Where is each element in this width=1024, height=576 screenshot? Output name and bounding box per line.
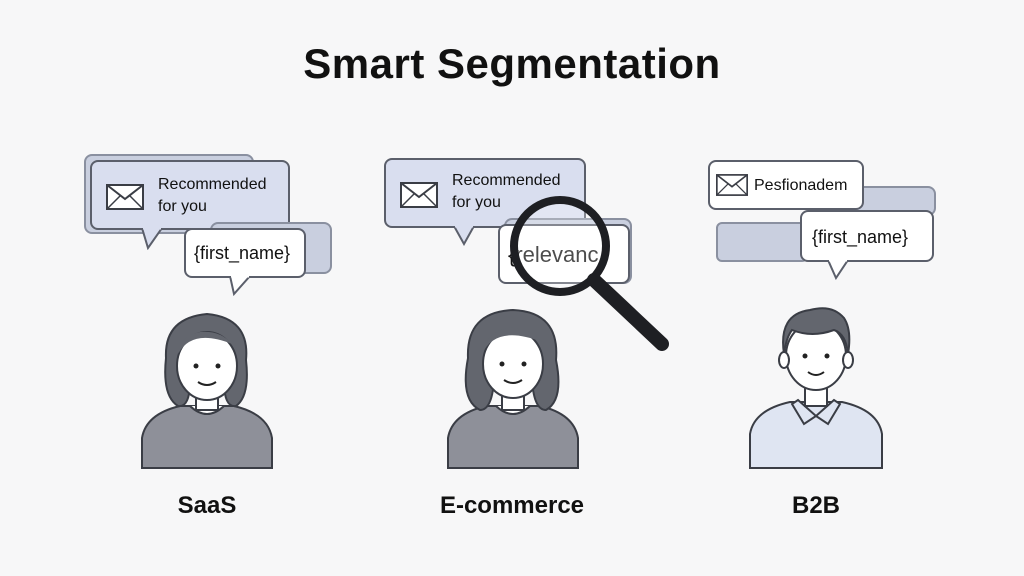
persona-b2b: Pesfionadem {first_name} B2B [0,0,936,519]
persona-ecommerce: Recommended for you {relevanc E-commerce [0,0,669,519]
recommended-bubble: Recommended for you [384,158,586,228]
person-avatar-icon [749,307,883,469]
envelope-icon [716,174,748,196]
variable-bubble: {first_name} [184,228,306,278]
bubble-line-2: for you [158,198,207,215]
person-avatar-icon [447,308,579,469]
page-title: Smart Segmentation [303,40,721,87]
bubble-line-1: Recommended [452,172,561,189]
magnifying-glass-icon [510,196,669,351]
bubble-tail [826,260,850,280]
bubble-shadow [716,222,808,262]
bubble-line-1: Pesfionadem [754,177,848,194]
variable-tag: {first_name} [812,227,909,247]
variable-tag: {relevanc [508,244,599,266]
envelope-icon [106,184,144,210]
bubble-tail [228,276,252,296]
recommended-bubble: Pesfionadem [708,160,864,210]
bubble-tail [140,228,164,250]
bubble-tail [452,226,476,246]
person-avatar-icon [141,312,273,469]
envelope-icon [400,182,438,208]
bubble-line-2: for you [452,194,501,211]
recommended-bubble: Recommended for you [90,160,290,230]
persona-caption: SaaS [177,492,237,519]
variable-tag: {first_name} [194,243,291,263]
bubble-line-1: Recommended [158,176,267,193]
variable-bubble: {first_name} [800,210,934,262]
persona-caption: E-commerce [439,492,585,519]
persona-caption: B2B [791,492,840,519]
persona-saas: Recommended for you {first_name} SaaS [0,0,332,519]
